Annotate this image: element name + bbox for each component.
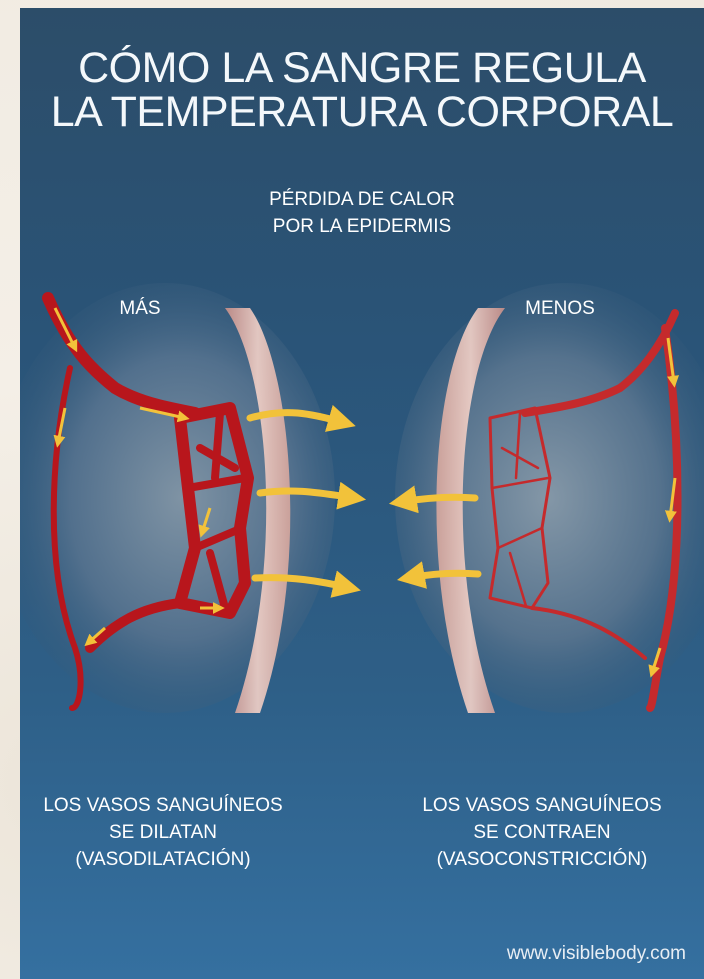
vasoconstriction-caption-line-2: SE CONTRAEN [392,819,692,846]
left-tissue [20,283,335,713]
vasoconstriction-caption-line-1: LOS VASOS SANGUÍNEOS [392,792,692,819]
vasodilation-caption: LOS VASOS SANGUÍNEOS SE DILATAN (VASODIL… [20,792,306,873]
vasoconstriction-caption: LOS VASOS SANGUÍNEOS SE CONTRAEN (VASOCO… [392,792,692,873]
heat-loss-label: PÉRDIDA DE CALOR POR LA EPIDERMIS [212,186,512,240]
title-line-2: LA TEMPERATURA CORPORAL [20,90,704,134]
page-title: CÓMO LA SANGRE REGULA LA TEMPERATURA COR… [20,46,704,134]
heat-loss-line-1: PÉRDIDA DE CALOR [212,186,512,213]
footer-url: www.visiblebody.com [450,943,686,965]
vasodilation-caption-line-3: (VASODILATACIÓN) [20,846,306,873]
more-label: MÁS [110,295,170,322]
vasodilation-caption-line-1: LOS VASOS SANGUÍNEOS [20,792,306,819]
less-label: MENOS [515,295,605,322]
title-line-1: CÓMO LA SANGRE REGULA [20,46,704,90]
vasodilation-caption-line-2: SE DILATAN [20,819,306,846]
vasoconstriction-caption-line-3: (VASOCONSTRICCIÓN) [392,846,692,873]
heat-loss-line-2: POR LA EPIDERMIS [212,213,512,240]
poster: CÓMO LA SANGRE REGULA LA TEMPERATURA COR… [20,8,704,979]
